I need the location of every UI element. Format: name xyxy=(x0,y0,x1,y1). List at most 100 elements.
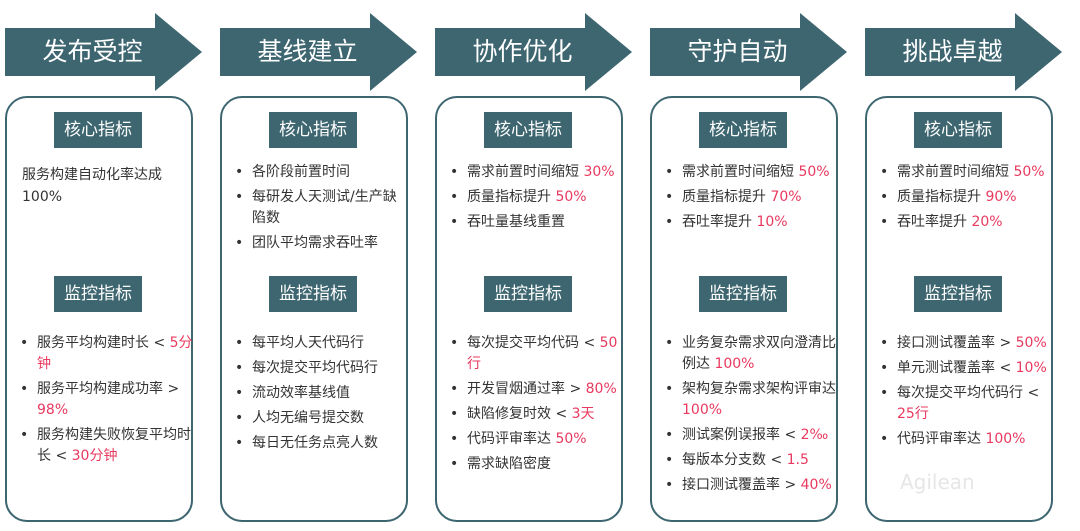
stage-title: 挑战卓越 xyxy=(902,37,1003,66)
metric-text: 服务平均构建时长 < xyxy=(37,335,170,351)
monitor-metrics-list: 每平均人天代码行每次提交平均代码行流动效率基线值人均无编号提交数每日无任务点亮人… xyxy=(222,333,410,458)
stage-card: 核心指标需求前置时间缩短 50%质量指标提升 70%吞吐率提升 10%监控指标业… xyxy=(650,96,838,522)
metric-text: 每版本分支数 < xyxy=(682,452,787,468)
metric-target: 30分钟 xyxy=(71,448,118,464)
stage-column: 挑战卓越核心指标需求前置时间缩短 50% 质量指标提升 90% 吞吐率提升 20% 监… xyxy=(865,0,1070,531)
metric-text: 代码评审率达 xyxy=(467,431,556,447)
metric-text: 每次提交平均代码行 < xyxy=(897,385,1040,401)
core-metrics-list: 需求前置时间缩短 50%质量指标提升 70%吞吐率提升 10% xyxy=(652,162,840,237)
core-metrics-label: 核心指标 xyxy=(269,112,357,148)
metric-target: 50% xyxy=(798,164,830,180)
core-metric-item: 需求前置时间缩短 50% xyxy=(665,162,840,183)
metric-target: 5分钟 xyxy=(37,335,193,372)
monitor-metric-item: 代码评审率达 100% xyxy=(880,429,1055,450)
monitor-metrics-label: 监控指标 xyxy=(484,276,572,312)
monitor-metric-item: 流动效率基线值 xyxy=(235,383,410,404)
monitor-metric-item: 每日无任务点亮人数 xyxy=(235,433,410,454)
core-metrics-label: 核心指标 xyxy=(914,112,1002,148)
stage-column: 协作优化核心指标需求前置时间缩短 30% 质量指标提升 50% 吞吐量基线重置监控指… xyxy=(435,0,640,531)
metric-text: 吞吐率提升 xyxy=(897,214,972,230)
stage-arrow: 协作优化 xyxy=(435,13,635,91)
monitor-metric-item: 业务复杂需求双向澄清比例达 100% xyxy=(665,333,840,375)
monitor-metric-item: 接口测试覆盖率 > 50% xyxy=(880,333,1055,354)
metric-text: 服务构建失败恢复平均时长 < xyxy=(37,427,191,464)
core-metrics-list: 需求前置时间缩短 50% 质量指标提升 90% 吞吐率提升 20% xyxy=(867,162,1055,237)
monitor-metric-item: 代码评审率达 50% xyxy=(450,429,625,450)
core-metric-item: 需求前置时间缩短 30% xyxy=(450,162,625,183)
core-metric-item: 团队平均需求吞吐率 xyxy=(235,233,410,254)
core-metrics-label: 核心指标 xyxy=(484,112,572,148)
core-metric-text: 服务构建自动化率达成 100% xyxy=(22,167,162,205)
metric-text: 每次提交平均代码 < xyxy=(467,335,600,351)
stage-card: 核心指标需求前置时间缩短 50% 质量指标提升 90% 吞吐率提升 20% 监控指标接… xyxy=(865,96,1053,522)
metric-text: 开发冒烟通过率 > xyxy=(467,381,586,397)
core-metrics-label: 核心指标 xyxy=(54,112,142,148)
metric-text: 需求缺陷密度 xyxy=(467,456,551,472)
metric-target: 100% xyxy=(985,431,1026,447)
metric-target: 20% xyxy=(971,214,1003,230)
metric-text: 单元测试覆盖率 < xyxy=(897,360,1016,376)
metric-text: 质量指标提升 xyxy=(467,189,556,205)
metric-target: 100% xyxy=(682,402,723,418)
metric-text: 每平均人天代码行 xyxy=(252,335,364,351)
stage-title: 基线建立 xyxy=(257,37,358,66)
core-metrics-list: 需求前置时间缩短 30% 质量指标提升 50% 吞吐量基线重置 xyxy=(437,162,625,237)
monitor-metric-item: 服务平均构建成功率 > 98% xyxy=(20,379,195,421)
metric-text: 代码评审率达 xyxy=(897,431,986,447)
stage-card: 核心指标各阶段前置时间每研发人天测试/生产缺陷数团队平均需求吞吐率监控指标每平均… xyxy=(220,96,408,522)
core-metric-item: 各阶段前置时间 xyxy=(235,162,410,183)
metric-text: 吞吐量基线重置 xyxy=(467,214,565,230)
metric-text: 业务复杂需求双向澄清比例达 xyxy=(682,335,836,372)
watermark: Agilean xyxy=(900,470,975,494)
monitor-metric-item: 需求缺陷密度 xyxy=(450,454,625,475)
stage-card: 核心指标需求前置时间缩短 30% 质量指标提升 50% 吞吐量基线重置监控指标每次提… xyxy=(435,96,623,522)
metric-target: 98% xyxy=(37,402,69,418)
metric-text: 需求前置时间缩短 xyxy=(682,164,799,180)
metric-text: 团队平均需求吞吐率 xyxy=(252,235,378,251)
monitor-metrics-label: 监控指标 xyxy=(914,276,1002,312)
metric-target: 3天 xyxy=(571,406,595,422)
monitor-metric-item: 测试案例误报率 < 2‰ xyxy=(665,425,840,446)
monitor-metrics-list: 服务平均构建时长 < 5分钟服务平均构建成功率 > 98%服务构建失败恢复平均时… xyxy=(7,333,195,471)
stage-title: 协作优化 xyxy=(472,37,573,66)
metric-text: 流动效率基线值 xyxy=(252,385,350,401)
metric-text: 人均无编号提交数 xyxy=(252,410,364,426)
core-metric-item: 质量指标提升 50% xyxy=(450,187,625,208)
stage-arrow: 挑战卓越 xyxy=(865,13,1065,91)
metric-target: 50% xyxy=(1013,164,1045,180)
monitor-metric-item: 单元测试覆盖率 < 10% xyxy=(880,358,1055,379)
metric-target: 50% xyxy=(555,189,587,205)
metric-target: 100% xyxy=(714,356,755,372)
metric-target: 2‰ xyxy=(800,427,829,443)
metric-target: 1.5 xyxy=(786,452,809,468)
stage-title: 发布受控 xyxy=(42,37,143,66)
core-metric-item: 吞吐率提升 20% xyxy=(880,212,1055,233)
metric-target: 10% xyxy=(756,214,788,230)
metric-text: 每研发人天测试/生产缺陷数 xyxy=(252,189,397,226)
metric-target: 40% xyxy=(800,477,832,493)
monitor-metric-item: 服务平均构建时长 < 5分钟 xyxy=(20,333,195,375)
core-metrics-label: 核心指标 xyxy=(699,112,787,148)
monitor-metric-item: 开发冒烟通过率 > 80% xyxy=(450,379,625,400)
metric-text: 吞吐率提升 xyxy=(682,214,757,230)
metric-text: 架构复杂需求架构评审达 xyxy=(682,381,836,397)
core-metric-item: 质量指标提升 90% xyxy=(880,187,1055,208)
metric-target: 90% xyxy=(985,189,1017,205)
monitor-metric-item: 缺陷修复时效 < 3天 xyxy=(450,404,625,425)
metric-text: 每次提交平均代码行 xyxy=(252,360,378,376)
monitor-metric-item: 每次提交平均代码行 < 25行 xyxy=(880,383,1055,425)
monitor-metrics-label: 监控指标 xyxy=(269,276,357,312)
monitor-metric-item: 每版本分支数 < 1.5 xyxy=(665,450,840,471)
core-metric-item: 吞吐量基线重置 xyxy=(450,212,625,233)
core-metric-item: 每研发人天测试/生产缺陷数 xyxy=(235,187,410,229)
monitor-metrics-list: 业务复杂需求双向澄清比例达 100% 架构复杂需求架构评审达 100% 测试案例误报… xyxy=(652,333,840,500)
monitor-metric-item: 人均无编号提交数 xyxy=(235,408,410,429)
core-metric-item: 吞吐率提升 10% xyxy=(665,212,840,233)
metric-target: 25行 xyxy=(897,406,929,422)
stage-arrow: 发布受控 xyxy=(5,13,205,91)
metric-text: 服务平均构建成功率 > xyxy=(37,381,180,397)
metric-text: 需求前置时间缩短 xyxy=(897,164,1014,180)
metric-target: 50行 xyxy=(467,335,618,372)
